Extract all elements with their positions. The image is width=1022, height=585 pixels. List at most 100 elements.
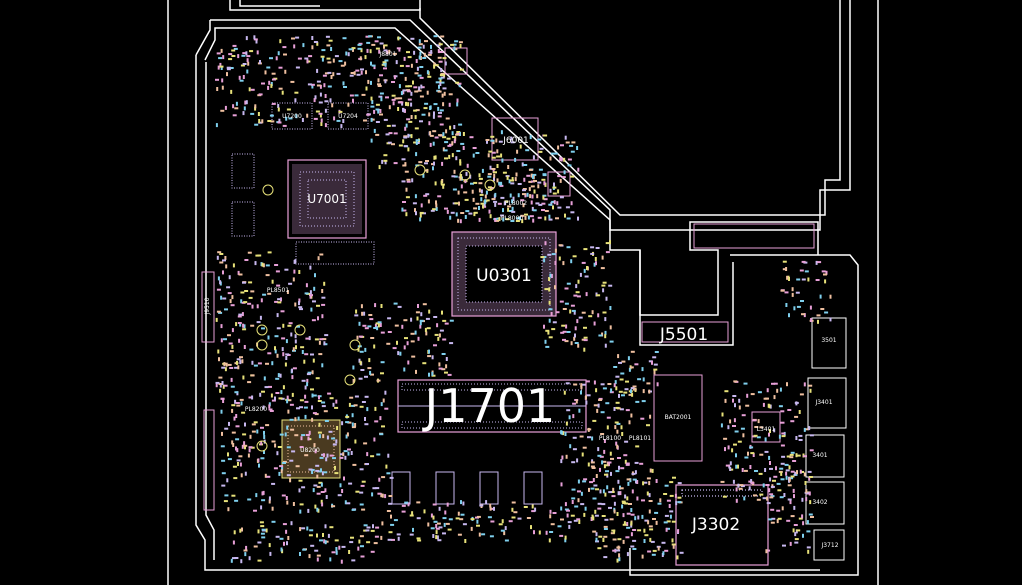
smd-part	[313, 41, 318, 43]
smd-part	[459, 159, 462, 164]
smd-part	[380, 535, 383, 540]
smd-part	[531, 504, 534, 509]
smd-part	[250, 324, 255, 327]
smd-part	[809, 500, 812, 505]
smd-part	[350, 536, 354, 539]
smd-part	[224, 494, 229, 497]
smd-part	[448, 518, 453, 521]
smd-part	[547, 253, 552, 256]
smd-part	[804, 481, 807, 485]
smd-part	[259, 315, 262, 320]
smd-part	[391, 143, 395, 146]
smd-part	[809, 388, 812, 393]
smd-part	[237, 322, 242, 324]
smd-part	[316, 554, 321, 557]
smd-part	[630, 387, 635, 390]
smd-part	[219, 280, 222, 285]
smd-part	[476, 519, 479, 524]
smd-part	[473, 211, 478, 214]
smd-part	[472, 197, 475, 202]
smd-part	[644, 534, 649, 537]
smd-part	[357, 347, 360, 352]
smd-part	[345, 434, 348, 439]
smd-part	[522, 189, 526, 192]
smd-part	[434, 155, 437, 160]
smd-part	[480, 202, 485, 205]
smd-part	[615, 401, 620, 404]
smd-part	[422, 173, 425, 178]
smd-part	[375, 103, 380, 106]
smd-part	[334, 406, 339, 409]
smd-part	[495, 219, 499, 222]
smd-part	[313, 286, 316, 291]
smd-part	[256, 50, 259, 55]
smd-part	[754, 426, 759, 428]
smd-part	[405, 65, 410, 68]
smd-part	[652, 518, 656, 520]
smd-part	[298, 270, 301, 274]
smd-part	[529, 215, 534, 218]
smd-part	[490, 520, 495, 523]
smd-part	[485, 139, 490, 141]
smd-part	[489, 535, 494, 538]
smd-part	[509, 193, 512, 198]
smd-part	[254, 261, 257, 266]
smd-part	[618, 465, 620, 470]
smd-part	[624, 459, 627, 464]
smd-part	[804, 270, 809, 273]
smd-part	[493, 177, 495, 182]
smd-part	[406, 89, 411, 92]
smd-part	[402, 209, 407, 212]
smd-part	[434, 181, 437, 186]
smd-part	[537, 181, 542, 184]
smd-part	[530, 185, 535, 188]
smd-part	[424, 162, 428, 165]
smd-part	[526, 192, 529, 197]
smd-part	[423, 52, 426, 57]
smd-part	[297, 416, 300, 421]
smd-part	[284, 268, 289, 271]
smd-part	[383, 44, 388, 47]
smd-part	[334, 539, 339, 542]
smd-part	[520, 214, 525, 217]
smd-part	[233, 416, 236, 421]
smd-part	[436, 44, 441, 47]
smd-part	[432, 534, 435, 538]
smd-part	[651, 468, 654, 473]
smd-part	[434, 136, 439, 139]
smd-part	[218, 376, 223, 379]
smd-part	[605, 242, 610, 245]
smd-part	[627, 481, 630, 486]
smd-part	[392, 347, 397, 350]
smd-part	[457, 511, 460, 516]
pl8200-label: PL8200	[245, 406, 267, 413]
smd-part	[647, 550, 652, 553]
smd-part	[290, 428, 295, 431]
smd-part	[390, 514, 392, 519]
smd-part	[239, 398, 244, 401]
smd-part	[639, 462, 644, 465]
smd-part	[521, 219, 524, 224]
smd-part	[436, 522, 441, 525]
smd-part	[484, 194, 487, 199]
smd-part	[383, 44, 385, 49]
smd-part	[317, 470, 322, 473]
smd-part	[415, 109, 420, 112]
smd-part	[241, 312, 244, 317]
smd-part	[347, 451, 350, 456]
smd-part	[510, 136, 513, 141]
smd-part	[787, 498, 792, 501]
smd-part	[218, 357, 220, 362]
smd-part	[581, 261, 586, 264]
smd-part	[398, 47, 401, 52]
smd-part	[338, 110, 343, 113]
smd-part	[435, 524, 438, 528]
smd-part	[260, 525, 265, 528]
smd-part	[285, 353, 290, 356]
smd-part	[500, 214, 505, 217]
smd-part	[392, 101, 395, 106]
smd-part	[219, 253, 224, 255]
smd-part	[398, 84, 401, 89]
smd-part	[410, 332, 415, 335]
smd-part	[621, 504, 624, 509]
